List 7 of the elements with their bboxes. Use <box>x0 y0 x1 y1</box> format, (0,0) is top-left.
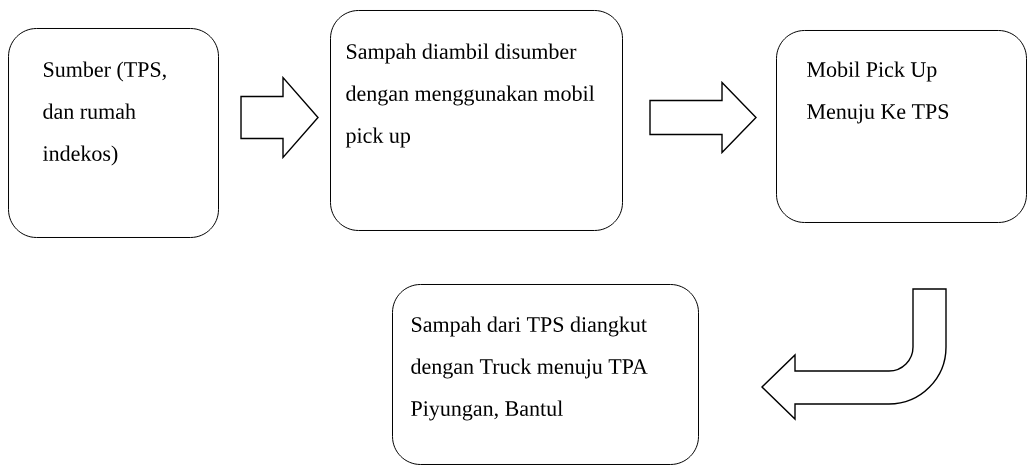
process-box: Sumber (TPS, dan rumah indekos) <box>8 28 219 238</box>
process-box: Mobil Pick Up Menuju Ke TPS <box>776 30 1027 223</box>
block-arrow <box>240 75 319 160</box>
process-box: Sampah dari TPS diangkut dengan Truck menuju TPA Piyungan, Bantul <box>392 284 699 465</box>
block-arrow <box>761 288 947 420</box>
process-box: Sampah diambil disumber dengan menggunakan mobil pick up <box>330 10 623 231</box>
block-arrow <box>649 80 757 155</box>
